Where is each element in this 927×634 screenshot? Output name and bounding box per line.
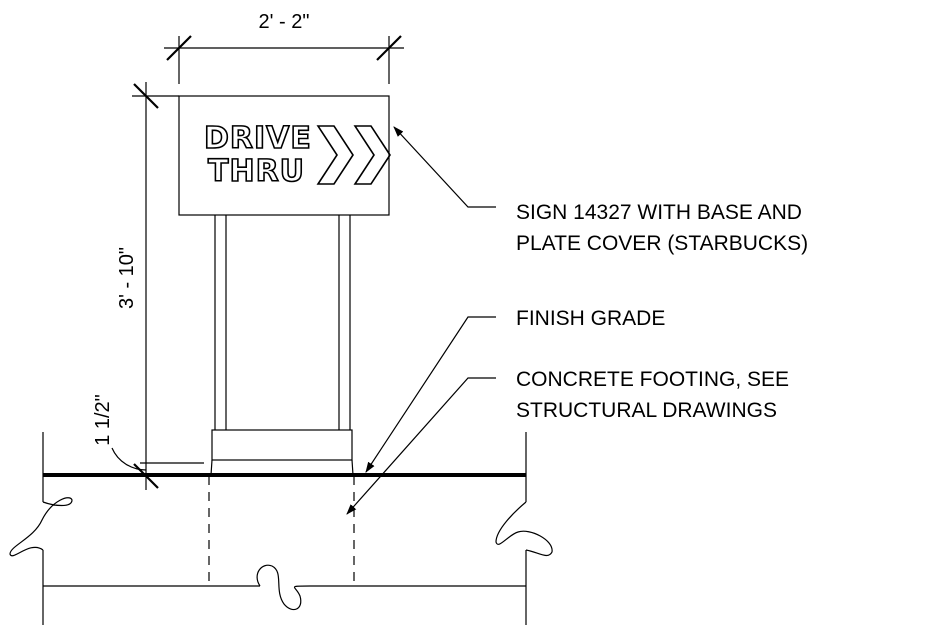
base-cover-lower [210, 459, 354, 476]
height-tick-top [133, 83, 159, 109]
sign-leader-arrow [393, 126, 496, 208]
sign-note-line2: PLATE COVER (STARBUCKS) [516, 232, 808, 255]
footing-note-line1: CONCRETE FOOTING, SEE [516, 368, 789, 391]
sign-text-drive: DRIVE [204, 121, 312, 156]
chevron-icon-1 [316, 125, 354, 185]
grade-leader-arrow [365, 316, 496, 473]
sign-text-thru: THRU [208, 154, 305, 189]
footing-leader-arrow [346, 377, 496, 515]
height-label: 3' - 10" [116, 247, 138, 309]
sign-panel: DRIVE THRU [178, 95, 391, 216]
base-plate-cover [210, 429, 354, 476]
chevron-icon-2 [353, 125, 391, 185]
ground-section [9, 432, 553, 625]
chevron-arrows-icon [316, 125, 391, 185]
width-label: 2' - 2" [259, 11, 310, 33]
sign-posts [214, 215, 351, 430]
base-leader [111, 447, 147, 471]
callout-grade: FINISH GRADE [365, 307, 665, 473]
grade-note: FINISH GRADE [516, 307, 665, 330]
width-dimension: 2' - 2" [164, 11, 404, 84]
footing-note-line2: STRUCTURAL DRAWINGS [516, 399, 777, 422]
break-left-symbol [9, 497, 73, 557]
width-tick-right [376, 35, 402, 61]
callout-footing: CONCRETE FOOTING, SEE STRUCTURAL DRAWING… [346, 368, 789, 515]
width-tick-left [166, 35, 192, 61]
break-right-symbol [495, 501, 553, 557]
callout-sign: SIGN 14327 WITH BASE AND PLATE COVER (ST… [393, 126, 808, 255]
base-label: 1 1/2" [92, 394, 114, 446]
break-bottom-symbol [256, 564, 311, 611]
sign-note-line1: SIGN 14327 WITH BASE AND [516, 201, 802, 224]
base-cover-upper [211, 429, 353, 461]
height-dimension: 3' - 10" 1 1/2" [92, 82, 204, 490]
